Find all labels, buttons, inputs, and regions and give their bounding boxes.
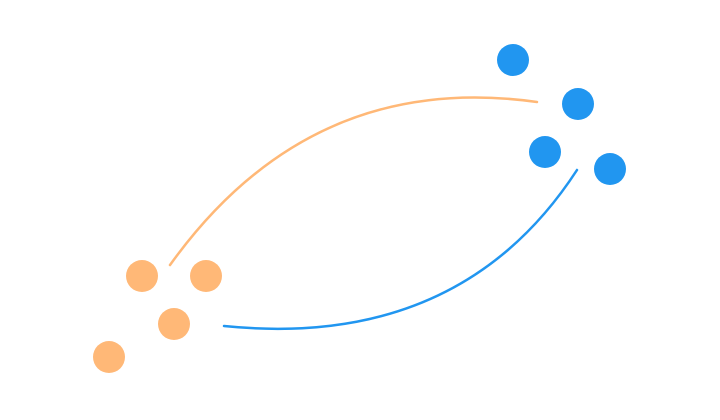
blue-group xyxy=(497,44,626,185)
blue-node xyxy=(529,136,561,168)
orange-node xyxy=(190,260,222,292)
blue-node xyxy=(562,88,594,120)
orange-node xyxy=(158,308,190,340)
blue-arc-connector xyxy=(222,168,579,330)
orange-node xyxy=(93,341,125,373)
orange-group xyxy=(93,260,222,373)
orange-arc-connector xyxy=(168,96,539,267)
blue-node xyxy=(497,44,529,76)
orange-node xyxy=(126,260,158,292)
blue-node xyxy=(594,153,626,185)
